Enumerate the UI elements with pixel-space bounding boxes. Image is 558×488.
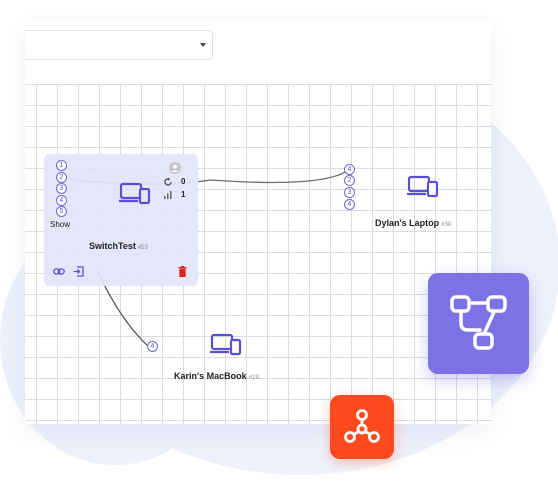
switch-node-name: SwitchTest#53 xyxy=(89,241,148,251)
show-ports-toggle[interactable]: Show xyxy=(50,220,71,229)
trash-icon[interactable] xyxy=(178,266,187,277)
devices-icon xyxy=(407,175,439,198)
switch-port[interactable]: 2 xyxy=(56,172,67,183)
refresh-count: 0 xyxy=(181,177,186,186)
hub-icon xyxy=(344,409,380,443)
laptop-port[interactable]: 4 xyxy=(344,164,355,175)
switch-port[interactable]: 3 xyxy=(56,183,67,194)
laptop-port[interactable]: 3 xyxy=(344,187,355,198)
login-icon[interactable] xyxy=(73,266,84,277)
switch-port[interactable]: 4 xyxy=(56,195,67,206)
link-icon[interactable] xyxy=(53,267,65,276)
macbook-port[interactable]: 4 xyxy=(147,341,158,352)
devices-icon xyxy=(119,182,151,205)
switch-node[interactable]: 1 2 3 4 5 Show 0 1 SwitchTest#53 xyxy=(44,154,198,286)
signal-icon xyxy=(164,191,172,199)
network-topology-icon xyxy=(450,295,507,350)
refresh-icon[interactable] xyxy=(163,177,173,187)
switch-port[interactable]: 5 xyxy=(56,206,67,217)
switch-port[interactable]: 1 xyxy=(56,160,67,171)
chevron-down-icon xyxy=(200,43,206,47)
macbook-node-name[interactable]: Karin's MacBook#19 xyxy=(174,371,259,381)
view-select[interactable] xyxy=(25,30,213,60)
laptop-port[interactable]: 4 xyxy=(344,199,355,210)
laptop-port[interactable]: 2 xyxy=(344,175,355,186)
signal-count: 1 xyxy=(181,190,186,199)
avatar-icon xyxy=(169,162,181,174)
network-canvas[interactable]: 1 2 3 4 5 Show 0 1 SwitchTest#53 xyxy=(25,20,491,424)
laptop-node-name[interactable]: Dylan's Laptop#30 xyxy=(375,218,452,228)
hub-badge xyxy=(330,395,394,459)
devices-icon xyxy=(210,333,242,356)
network-topology-badge xyxy=(428,273,529,374)
